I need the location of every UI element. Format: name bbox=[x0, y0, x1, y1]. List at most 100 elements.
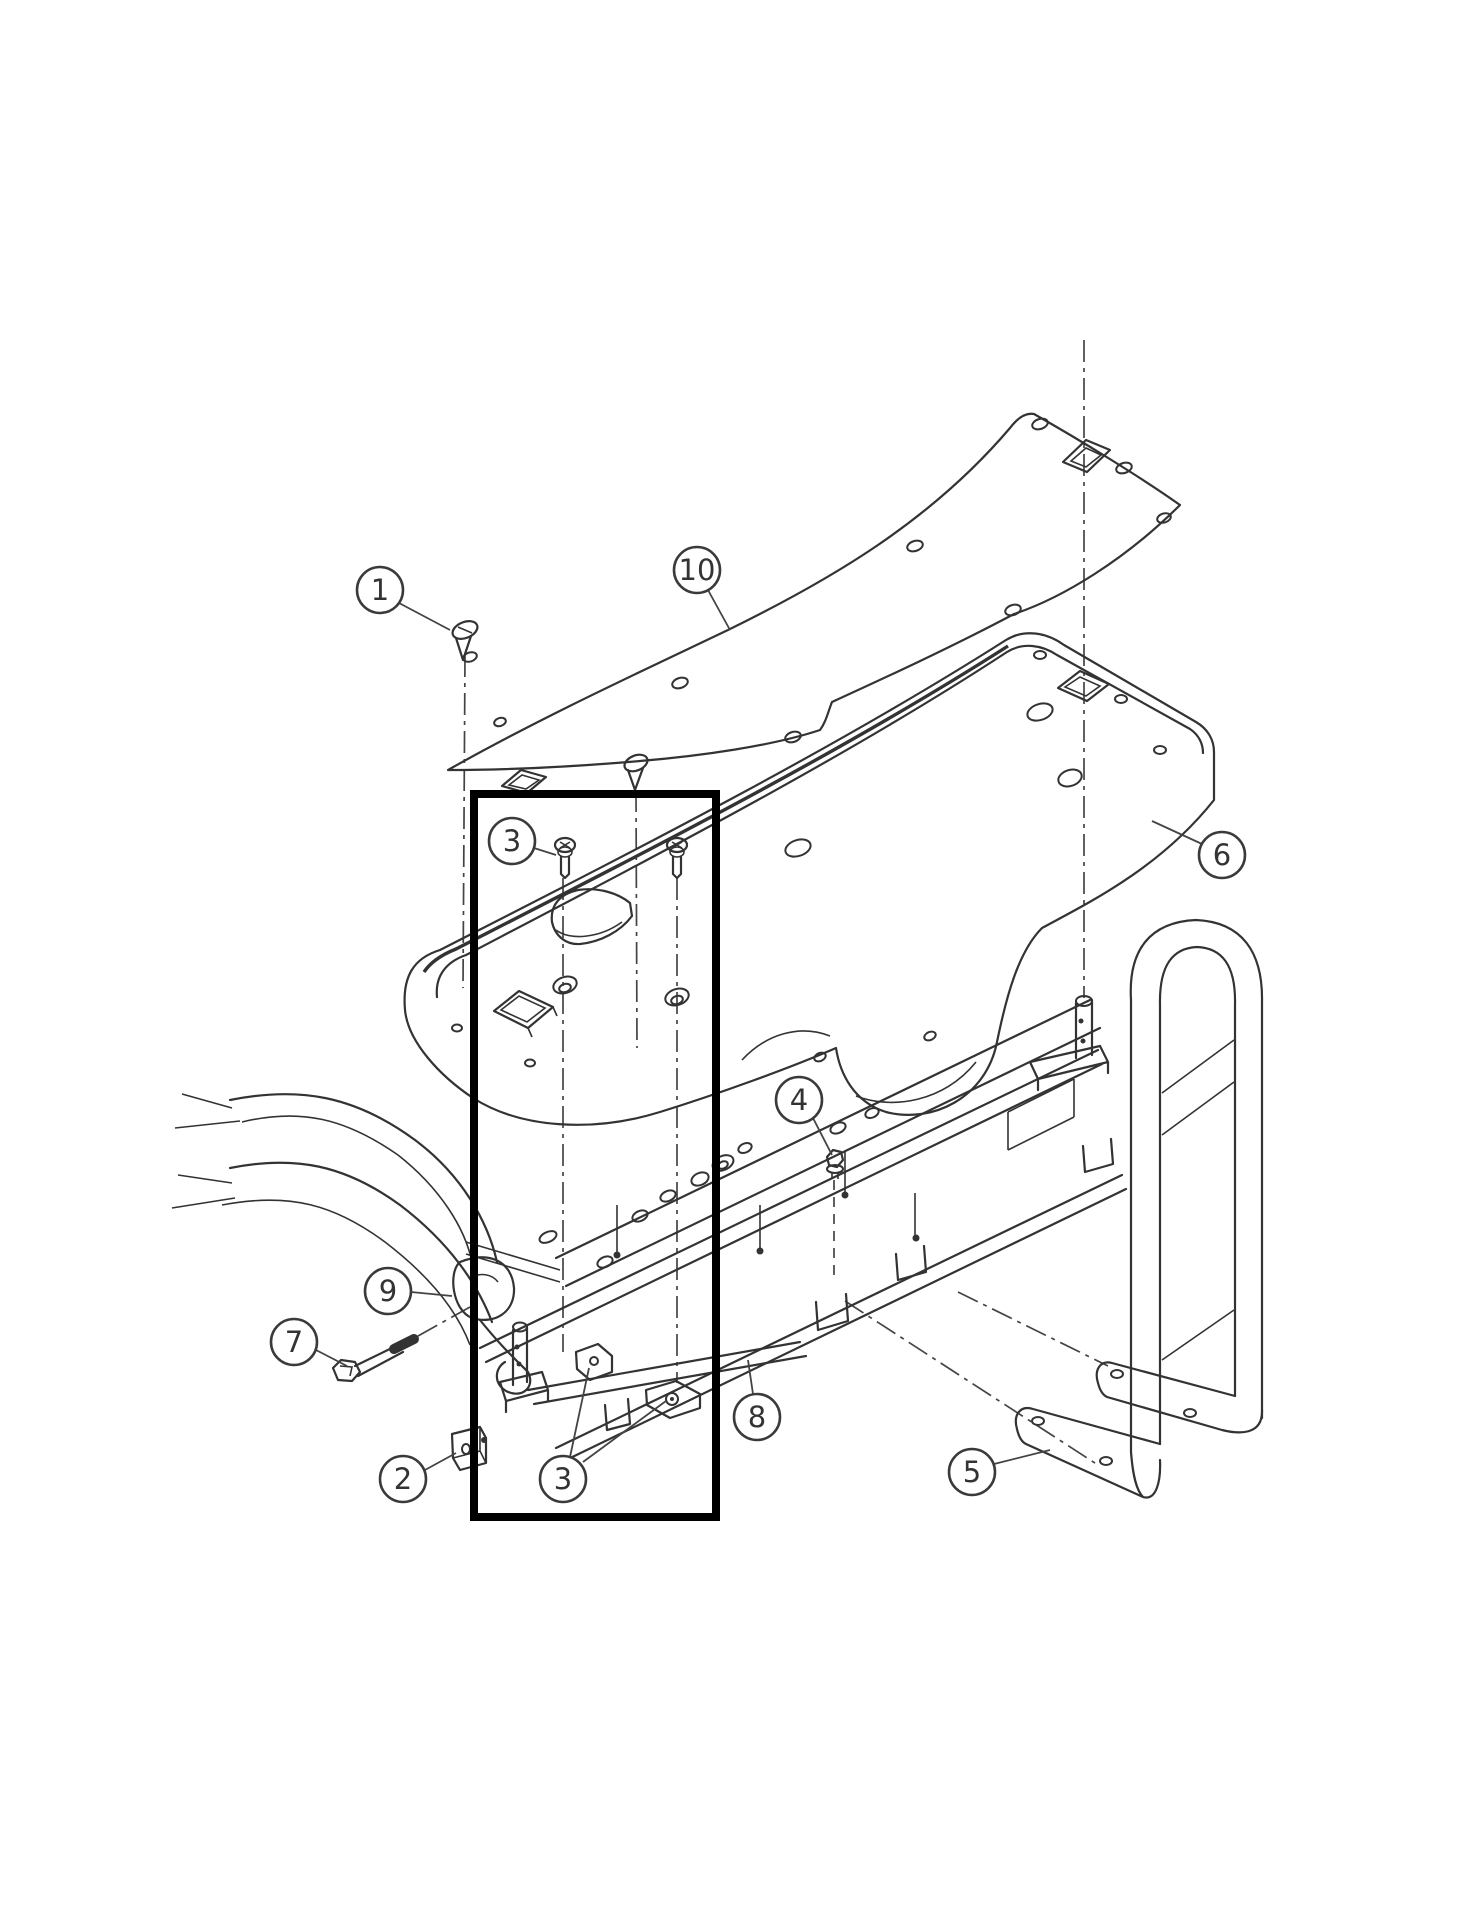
callout-8-label: 8 bbox=[748, 1400, 766, 1434]
callout-3-leader bbox=[569, 1367, 590, 1458]
fender-stubs bbox=[171, 1093, 241, 1209]
callout-10[interactable]: 10 bbox=[672, 545, 731, 631]
callout-10-circle[interactable] bbox=[672, 545, 722, 595]
align-line-screw1 bbox=[462, 654, 466, 989]
fender-panel bbox=[171, 1093, 532, 1395]
bumper-guard bbox=[1014, 918, 1264, 1499]
seat-hole bbox=[1057, 768, 1083, 788]
frame-hole bbox=[659, 1189, 677, 1203]
screw-3-left bbox=[553, 836, 577, 880]
seat-dot bbox=[524, 1058, 536, 1068]
frame-hole bbox=[813, 1051, 827, 1063]
hoop-outer bbox=[1129, 918, 1264, 1454]
frame-hole bbox=[690, 1171, 710, 1187]
stud-base bbox=[613, 1251, 621, 1259]
rail-clamp-right-hole bbox=[665, 1392, 679, 1406]
seat-rim-band bbox=[422, 644, 1009, 973]
stud-base bbox=[756, 1247, 764, 1255]
stud-base bbox=[841, 1191, 849, 1199]
callout-2[interactable]: 2 bbox=[378, 1452, 457, 1504]
callout-3[interactable]: 3 bbox=[487, 816, 557, 866]
frame-assembly bbox=[465, 995, 1128, 1464]
panel-hole bbox=[906, 539, 924, 553]
seat-dot bbox=[1114, 694, 1128, 704]
callout-3-leader bbox=[533, 847, 557, 856]
callout-3-label: 3 bbox=[503, 824, 521, 858]
seat-base-outline bbox=[403, 632, 1216, 1126]
bolt-7 bbox=[331, 1334, 419, 1383]
fender-curve-1 bbox=[228, 1093, 499, 1264]
frame-hole bbox=[864, 1106, 880, 1120]
callout-5-circle[interactable] bbox=[947, 1447, 997, 1497]
panel-hole bbox=[1004, 603, 1022, 617]
align-line-screw-mid bbox=[635, 789, 638, 1049]
callout-3[interactable]: 3 bbox=[538, 1367, 667, 1504]
screw-3-right bbox=[665, 836, 689, 880]
highlight-box bbox=[470, 790, 720, 1521]
callout-9-circle[interactable] bbox=[363, 1266, 413, 1316]
seat-dot bbox=[1033, 650, 1047, 660]
callout-1-circle[interactable] bbox=[355, 565, 405, 615]
callout-8-circle[interactable] bbox=[732, 1392, 782, 1442]
rail-clamp-right-pin bbox=[670, 1397, 674, 1401]
panel-cutout-right bbox=[1061, 438, 1112, 474]
callout-9-label: 9 bbox=[379, 1274, 397, 1308]
frame-hole bbox=[596, 1255, 614, 1269]
panel-cutout-right-inner bbox=[1069, 447, 1103, 468]
frame-cross-rail bbox=[526, 1340, 808, 1406]
top-panel-outline bbox=[446, 412, 1182, 772]
callout-4-label: 4 bbox=[790, 1083, 808, 1117]
seat-base bbox=[403, 632, 1216, 1126]
rail-tab bbox=[894, 1244, 928, 1282]
seat-dot bbox=[1153, 745, 1167, 755]
callout-6-circle[interactable] bbox=[1197, 830, 1247, 880]
frame-studs bbox=[616, 1152, 916, 1252]
callout-2-leader bbox=[424, 1452, 457, 1471]
callout-5-label: 5 bbox=[963, 1455, 981, 1489]
seat-hole bbox=[784, 838, 812, 858]
panel-hole bbox=[1156, 512, 1172, 524]
callout-7-circle[interactable] bbox=[269, 1317, 319, 1367]
rail-tab bbox=[814, 1292, 850, 1332]
callouts-layer: 1 10 3 6 4 9 7 2 3 8 5 bbox=[269, 545, 1247, 1504]
callout-1-label: 1 bbox=[371, 573, 389, 607]
alignment-lines bbox=[417, 340, 1109, 1466]
callout-5[interactable]: 5 bbox=[947, 1447, 1051, 1497]
callout-5-leader bbox=[993, 1449, 1051, 1465]
callout-7[interactable]: 7 bbox=[269, 1317, 348, 1367]
callout-3-circle[interactable] bbox=[487, 816, 537, 866]
stud-base bbox=[912, 1234, 920, 1242]
seat-hump bbox=[550, 888, 634, 946]
panel-cutout-left bbox=[500, 768, 548, 795]
callout-7-leader bbox=[315, 1349, 348, 1367]
callout-7-label: 7 bbox=[285, 1325, 303, 1359]
seat-dot bbox=[451, 1023, 463, 1033]
callout-8-leader bbox=[747, 1359, 754, 1395]
callout-3-circle[interactable] bbox=[538, 1454, 588, 1504]
seat-recess-right bbox=[1056, 669, 1111, 703]
callout-2-label: 2 bbox=[394, 1462, 412, 1496]
callout-6[interactable]: 6 bbox=[1151, 820, 1247, 880]
callout-1[interactable]: 1 bbox=[355, 565, 451, 631]
callout-8[interactable]: 8 bbox=[732, 1359, 782, 1442]
seat-underside-contour bbox=[741, 1030, 977, 1104]
callout-3-leader bbox=[582, 1400, 667, 1463]
callout-4-circle[interactable] bbox=[774, 1075, 824, 1125]
hoop-rear-foot bbox=[1095, 1361, 1264, 1434]
panel-hole bbox=[671, 676, 689, 690]
callout-9[interactable]: 9 bbox=[363, 1266, 453, 1316]
callout-1-leader bbox=[398, 602, 451, 631]
seat-hole bbox=[664, 987, 690, 1007]
callout-2-circle[interactable] bbox=[378, 1454, 428, 1504]
panel-cutout-left-inner bbox=[507, 774, 541, 790]
hoop-front-foot bbox=[1014, 1407, 1162, 1499]
callout-4[interactable]: 4 bbox=[774, 1075, 833, 1156]
hoop-crossbars bbox=[1161, 1039, 1235, 1361]
rail-clamp-left bbox=[574, 1342, 614, 1382]
frame-hole bbox=[538, 1230, 558, 1244]
align-line-bolt7-axis bbox=[417, 1306, 471, 1337]
frame-hole bbox=[829, 1121, 847, 1135]
panel-hole bbox=[784, 730, 802, 744]
